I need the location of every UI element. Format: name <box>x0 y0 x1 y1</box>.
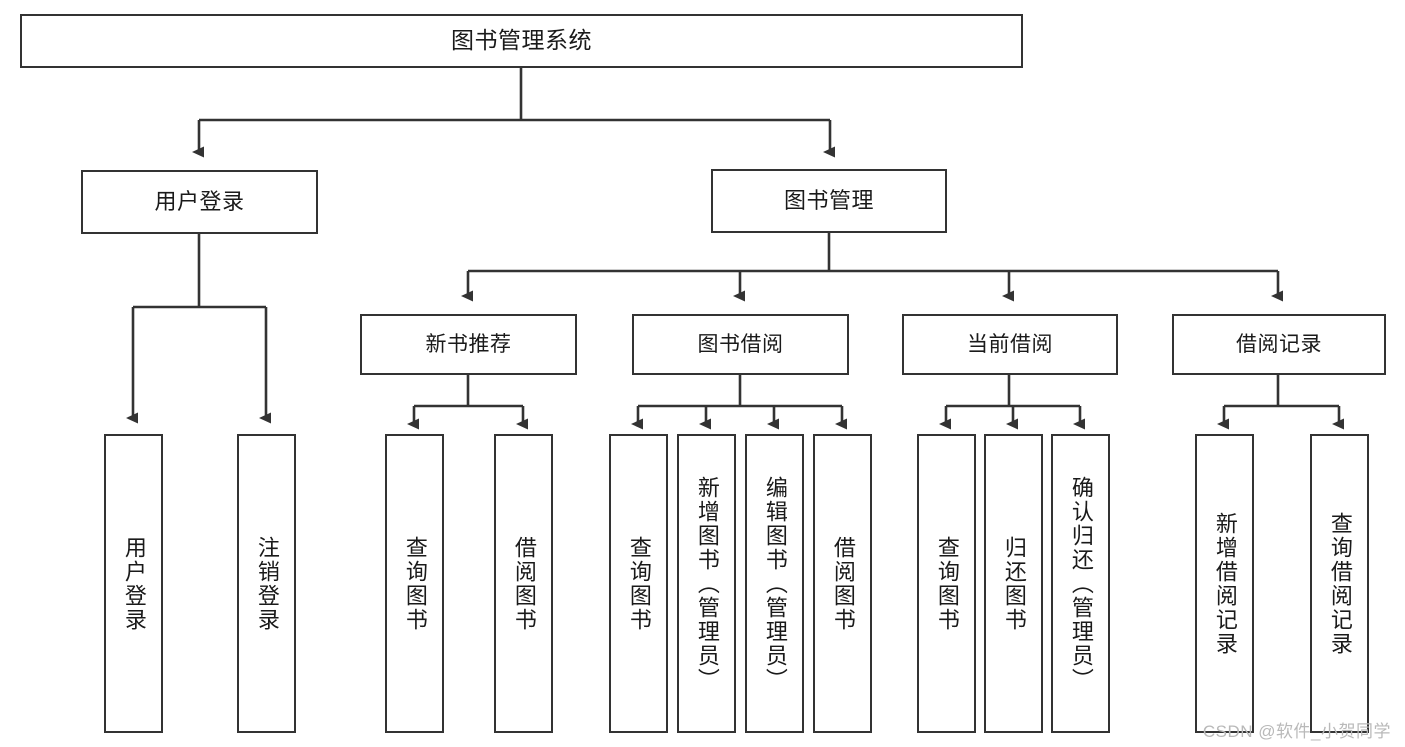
node-label: 确认归还（管理员） <box>1068 475 1094 692</box>
node-label: 图书借阅 <box>697 332 784 356</box>
node-label: 注销登录 <box>254 535 280 632</box>
node-label: 新增图书（管理员） <box>694 475 720 692</box>
node-label: 当前借阅 <box>967 332 1053 356</box>
node-label: 用户登录 <box>154 188 245 214</box>
leaf-borrow-book-new[interactable]: 借阅图书 <box>494 434 553 733</box>
leaf-query-book-new[interactable]: 查询图书 <box>385 434 444 733</box>
node-label: 借阅图书 <box>830 535 856 632</box>
leaf-add-book-admin[interactable]: 新增图书（管理员） <box>677 434 736 733</box>
node-label: 借阅记录 <box>1236 332 1322 356</box>
node-book-management[interactable]: 图书管理 <box>711 169 947 233</box>
node-label: 用户登录 <box>121 535 147 632</box>
leaf-query-book-borrow[interactable]: 查询图书 <box>609 434 668 733</box>
node-label: 编辑图书（管理员） <box>762 475 788 692</box>
node-label: 查询图书 <box>934 535 960 632</box>
node-user-login[interactable]: 用户登录 <box>81 170 318 234</box>
node-label: 查询借阅记录 <box>1327 511 1353 656</box>
node-label: 新书推荐 <box>425 332 512 356</box>
node-label: 图书管理系统 <box>451 27 592 54</box>
leaf-logout-login[interactable]: 注销登录 <box>237 434 296 733</box>
leaf-confirm-return-admin[interactable]: 确认归还（管理员） <box>1051 434 1110 733</box>
leaf-user-login[interactable]: 用户登录 <box>104 434 163 733</box>
node-current-borrow[interactable]: 当前借阅 <box>902 314 1118 375</box>
leaf-query-borrow-record[interactable]: 查询借阅记录 <box>1310 434 1369 733</box>
leaf-query-book-current[interactable]: 查询图书 <box>917 434 976 733</box>
node-root-book-management-system[interactable]: 图书管理系统 <box>20 14 1023 68</box>
node-label: 新增借阅记录 <box>1212 511 1238 656</box>
node-label: 图书管理 <box>783 187 874 213</box>
leaf-borrow-book[interactable]: 借阅图书 <box>813 434 872 733</box>
leaf-return-book[interactable]: 归还图书 <box>984 434 1043 733</box>
node-label: 查询图书 <box>626 535 652 632</box>
leaf-edit-book-admin[interactable]: 编辑图书（管理员） <box>745 434 804 733</box>
node-borrow-record[interactable]: 借阅记录 <box>1172 314 1386 375</box>
leaf-add-borrow-record[interactable]: 新增借阅记录 <box>1195 434 1254 733</box>
csdn-watermark: CSDN @软件_小贺同学 <box>1202 722 1391 741</box>
node-label: 查询图书 <box>402 535 428 632</box>
node-label: 借阅图书 <box>511 535 537 632</box>
node-new-book-recommend[interactable]: 新书推荐 <box>360 314 577 375</box>
node-book-borrow[interactable]: 图书借阅 <box>632 314 849 375</box>
node-label: 归还图书 <box>1001 535 1027 632</box>
